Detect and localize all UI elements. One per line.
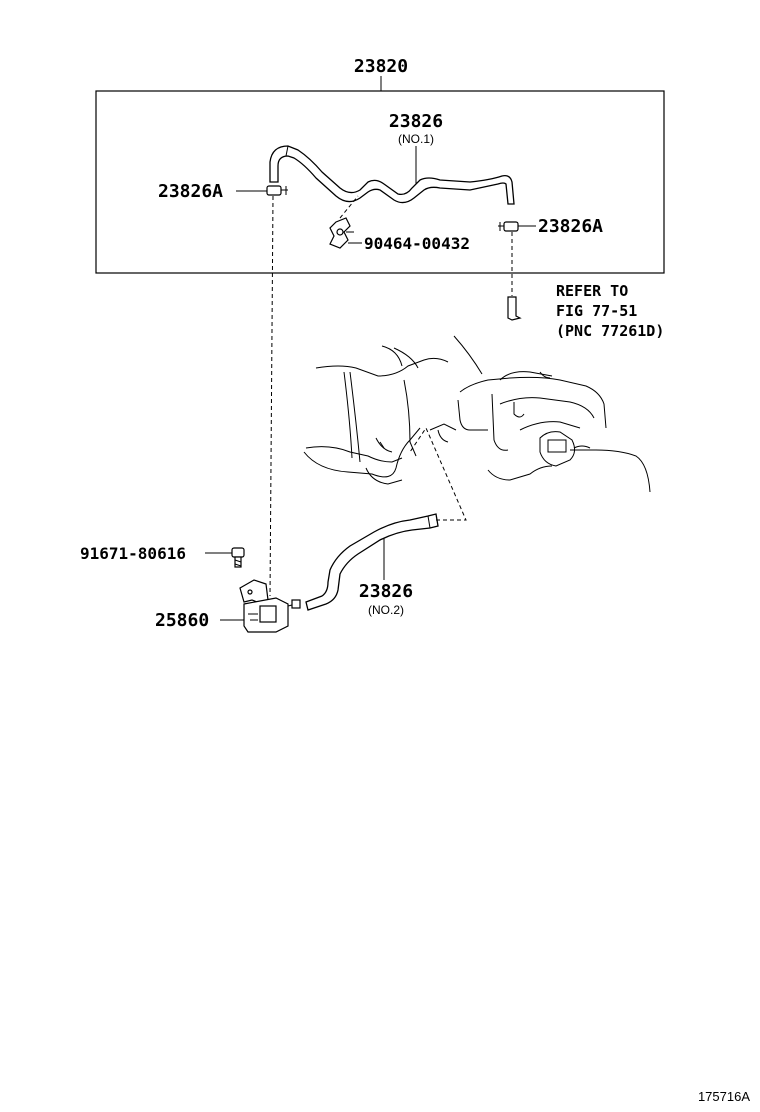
bolt: [231, 547, 245, 568]
hose-no2: [305, 513, 439, 611]
valve-part-number: 25860: [155, 610, 209, 631]
assembly-part-number: 23820: [354, 56, 408, 77]
figure-id: 175716A: [698, 1089, 750, 1104]
clamp-right: [498, 221, 519, 232]
refer-line-2: FIG 77-51: [556, 302, 637, 320]
refer-line-1: REFER TO: [556, 282, 628, 300]
refer-pipe-stub: [507, 296, 522, 321]
clip-dash: [339, 195, 359, 219]
engine-sketch: [303, 335, 651, 493]
hose-no1-sub-label: (NO.1): [398, 132, 434, 146]
clip-part-number: 90464-00432: [364, 234, 470, 253]
hose-no1-part-number: 23826: [389, 111, 443, 132]
refer-line-3: (PNC 77261D): [556, 322, 664, 340]
hose-no2-sub-label: (NO.2): [368, 603, 404, 617]
clamp-left: [266, 185, 288, 196]
assembly-box: [95, 90, 665, 274]
clamp-left-part-number: 23826A: [158, 181, 223, 202]
hose-no1: [269, 145, 515, 205]
hose-no2-dash: [409, 426, 467, 521]
clamp-right-part-number: 23826A: [538, 216, 603, 237]
hose-no2-part-number: 23826: [359, 581, 413, 602]
bolt-part-number: 91671-80616: [80, 544, 186, 563]
vsv-valve: [239, 579, 301, 633]
clip: [329, 217, 354, 249]
valve-dash: [269, 195, 274, 597]
